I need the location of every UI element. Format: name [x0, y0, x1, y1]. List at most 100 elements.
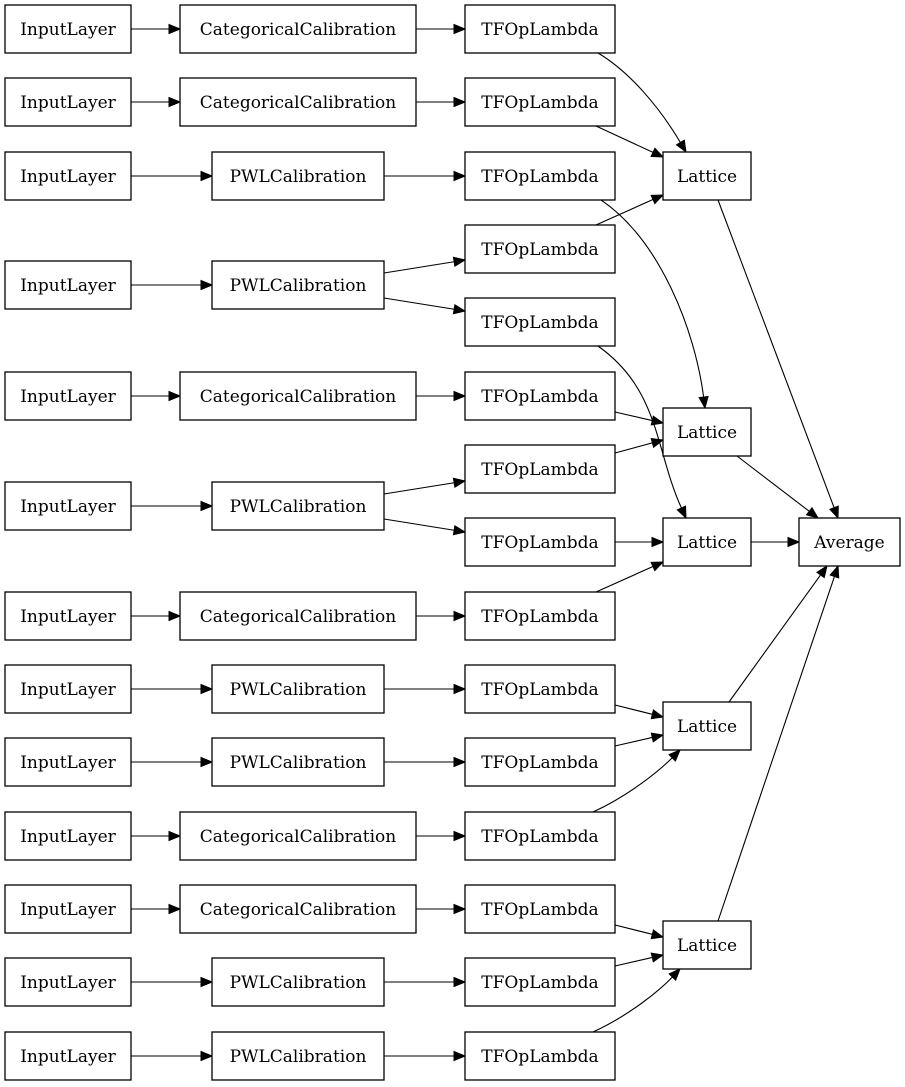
node-pwl4: PWLCalibration [211, 260, 385, 310]
node-label: InputLayer [20, 276, 116, 296]
edge-lat3-to-avg [751, 536, 801, 548]
edge-tf2-to-lat1 [595, 125, 665, 158]
arrowhead-icon [650, 709, 665, 720]
edge-tf11-to-lat5 [614, 924, 665, 940]
node-box [4, 664, 132, 714]
node-label: PWLCalibration [230, 973, 367, 993]
node-label: CategoricalCalibration [200, 900, 396, 920]
node-in11: InputLayer [4, 884, 132, 934]
node-box [662, 151, 752, 201]
arrowhead-icon [453, 830, 467, 842]
node-label: CategoricalCalibration [200, 93, 396, 113]
node-tf9: TFOpLambda [464, 737, 616, 787]
edge-tf4b-to-lat3 [597, 345, 687, 520]
node-box [211, 737, 385, 787]
node-label: TFOpLambda [481, 240, 598, 260]
arrowhead-icon [650, 732, 665, 743]
edge-cc1-to-tf1 [416, 23, 467, 35]
edge-line [614, 956, 653, 967]
node-label: CategoricalCalibration [200, 827, 396, 847]
arrowhead-icon [453, 170, 467, 182]
arrowhead-icon [168, 610, 182, 622]
node-box [4, 77, 132, 127]
arrowhead-icon [805, 506, 820, 519]
edge-pwl3-to-tf3 [384, 170, 467, 182]
node-box [4, 737, 132, 787]
node-avg: Average [798, 517, 901, 567]
node-label: Lattice [677, 533, 737, 553]
node-tf12: TFOpLambda [464, 957, 616, 1007]
edge-in9-to-pwl9 [131, 756, 214, 768]
edge-line [595, 125, 654, 153]
node-box [179, 371, 417, 421]
node-pwl3: PWLCalibration [211, 151, 385, 201]
node-lat1: Lattice [662, 151, 752, 201]
edge-tf8-to-lat4 [614, 704, 665, 720]
edge-pwl6-to-tf6a [383, 477, 467, 495]
node-lat5: Lattice [662, 920, 752, 970]
edge-line [614, 704, 653, 715]
arrowhead-icon [453, 96, 467, 108]
edge-tf12-to-lat5 [614, 952, 665, 967]
node-label: InputLayer [20, 900, 116, 920]
arrowhead-icon [453, 756, 467, 768]
node-cc10: CategoricalCalibration [179, 811, 417, 861]
node-tf3: TFOpLambda [464, 151, 616, 201]
edge-line [600, 199, 705, 398]
node-box [464, 77, 616, 127]
node-tf6a: TFOpLambda [464, 444, 616, 494]
node-in2: InputLayer [4, 77, 132, 127]
node-label: InputLayer [20, 827, 116, 847]
node-tf1: TFOpLambda [464, 4, 616, 54]
node-tf4b: TFOpLambda [464, 297, 616, 347]
arrowhead-icon [698, 395, 709, 410]
arrowhead-icon [168, 96, 182, 108]
edge-line [383, 518, 455, 531]
arrowhead-icon [676, 505, 687, 520]
edge-line [383, 261, 455, 274]
node-label: Lattice [677, 167, 737, 187]
edge-tf7-to-lat3 [595, 561, 665, 593]
node-box [662, 407, 752, 457]
arrowhead-icon [675, 139, 687, 154]
edge-in3-to-pwl3 [131, 170, 214, 182]
edge-cc5-to-tf5 [416, 390, 467, 402]
node-tf13: TFOpLambda [464, 1031, 616, 1081]
node-box [4, 260, 132, 310]
node-label: CategoricalCalibration [200, 20, 396, 40]
node-label: InputLayer [20, 680, 116, 700]
arrowhead-icon [453, 683, 467, 695]
edge-tf1-to-lat1 [597, 52, 687, 154]
node-tf6b: TFOpLambda [464, 517, 616, 567]
node-label: InputLayer [20, 973, 116, 993]
node-label: TFOpLambda [481, 607, 598, 627]
node-label: TFOpLambda [481, 680, 598, 700]
node-lat4: Lattice [662, 701, 752, 751]
node-box [464, 224, 616, 274]
node-box [464, 517, 616, 567]
node-label: TFOpLambda [481, 20, 598, 40]
node-box [179, 77, 417, 127]
node-box [4, 371, 132, 421]
node-box [798, 517, 901, 567]
node-label: TFOpLambda [481, 900, 598, 920]
arrowhead-icon [168, 830, 182, 842]
arrowhead-icon [452, 524, 467, 536]
edge-line [614, 411, 653, 422]
node-label: Lattice [677, 423, 737, 443]
node-cc11: CategoricalCalibration [179, 884, 417, 934]
node-tf8: TFOpLambda [464, 664, 616, 714]
arrowhead-icon [200, 170, 214, 182]
edge-line [736, 455, 810, 512]
node-in13: InputLayer [4, 1031, 132, 1081]
node-in9: InputLayer [4, 737, 132, 787]
arrowhead-icon [650, 437, 665, 449]
arrowhead-icon [651, 536, 665, 548]
node-box [464, 664, 616, 714]
edge-tf4a-to-lat1 [595, 194, 665, 226]
edge-line [592, 757, 673, 813]
node-label: TFOpLambda [481, 387, 598, 407]
node-box [179, 811, 417, 861]
